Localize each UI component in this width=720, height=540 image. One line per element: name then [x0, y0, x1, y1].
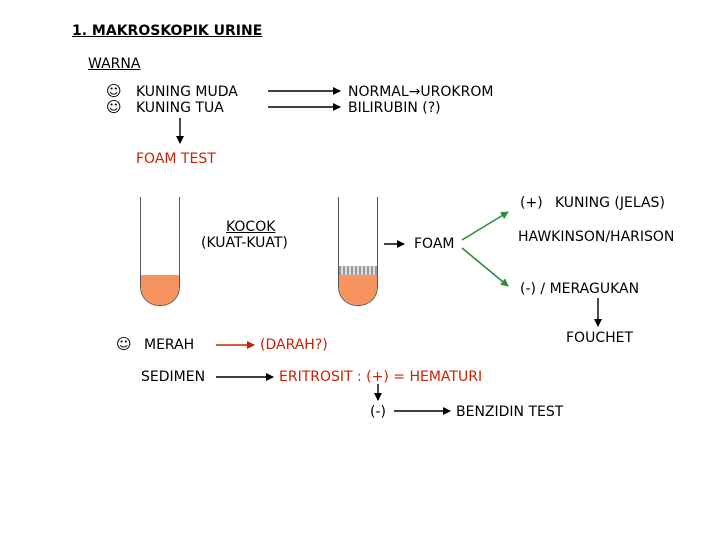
kocok-label: KOCOK — [226, 219, 276, 235]
warna-item-kuning-tua: KUNING TUA — [136, 100, 224, 116]
benzidin-test-label: BENZIDIN TEST — [456, 404, 564, 420]
arrow-right-icon: → — [408, 84, 421, 100]
warna-heading: WARNA — [88, 56, 141, 72]
foam-layer — [339, 266, 377, 275]
smiley-icon: ☺ — [116, 335, 132, 353]
kocok-sublabel: (KUAT-KUAT) — [201, 235, 288, 251]
warna-result-bilirubin: BILIRUBIN (?) — [348, 100, 441, 116]
foam-positive-result: KUNING (JELAS) — [555, 195, 665, 211]
sedimen-label: SEDIMEN — [141, 369, 206, 385]
urine-fill — [339, 275, 377, 305]
hawkinson-test-label: HAWKINSON/HARISON — [518, 229, 675, 245]
foam-positive-sign: (+) — [520, 195, 543, 211]
foam-negative-label: (-) / MERAGUKAN — [520, 281, 640, 297]
urine-fill — [141, 275, 179, 305]
sedimen-result: ERITROSIT : (+) = HEMATURI — [279, 369, 483, 385]
foam-test-label: FOAM TEST — [136, 151, 216, 167]
smiley-icon: ☺ — [106, 82, 122, 100]
smiley-icon: ☺ — [106, 98, 122, 116]
test-tube-after — [338, 197, 378, 306]
arrow-foam-positive — [461, 211, 509, 241]
warna-result-normal: NORMAL→UROKROM — [348, 84, 494, 100]
merah-label: MERAH — [144, 337, 195, 353]
merah-result: (DARAH?) — [260, 337, 328, 353]
page-title: 1. MAKROSKOPIK URINE — [72, 23, 263, 39]
sedimen-negative-sign: (-) — [370, 404, 386, 420]
foam-label: FOAM — [414, 236, 455, 252]
test-tube-before — [140, 197, 180, 306]
fouchet-test-label: FOUCHET — [566, 330, 634, 346]
warna-item-kuning-muda: KUNING MUDA — [136, 84, 238, 100]
arrow-foam-negative — [461, 247, 509, 287]
